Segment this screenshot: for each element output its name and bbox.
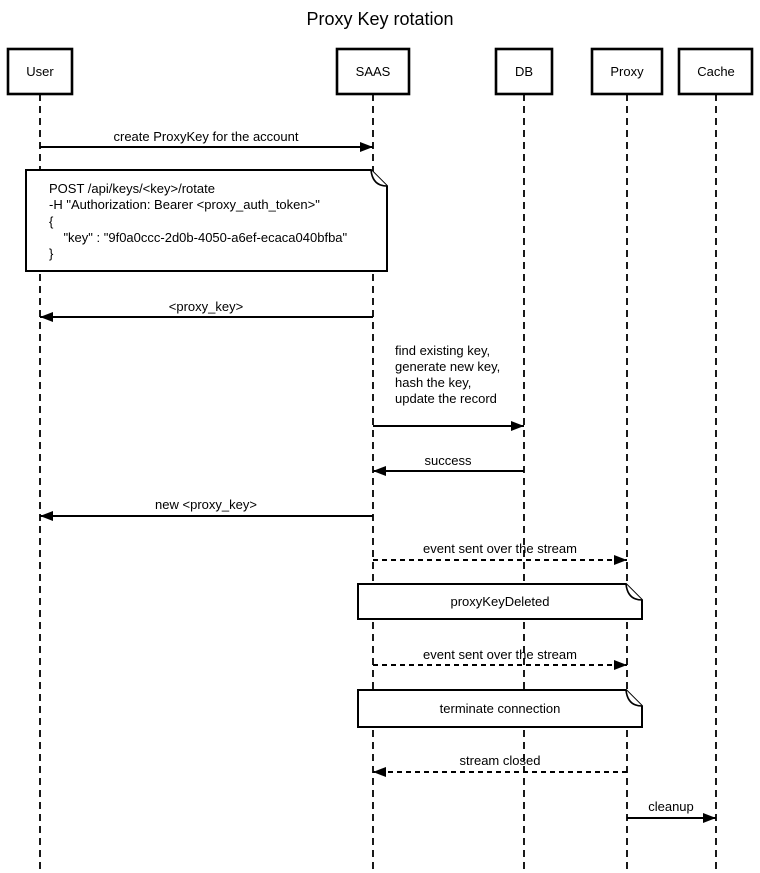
message-event-stream-2: event sent over the stream bbox=[373, 647, 627, 670]
note-line: POST /api/keys/<key>/rotate bbox=[49, 181, 215, 196]
message-label: create ProxyKey for the account bbox=[114, 129, 299, 144]
message-label: success bbox=[425, 453, 472, 468]
note-proxykeydeleted: proxyKeyDeleted bbox=[357, 583, 643, 620]
message-event-stream-1: event sent over the stream bbox=[373, 541, 627, 565]
note-box bbox=[25, 169, 388, 272]
note-line: -H "Authorization: Bearer <proxy_auth_to… bbox=[49, 197, 320, 212]
note-post-api: POST /api/keys/<key>/rotate -H "Authoriz… bbox=[25, 169, 388, 272]
note-line: "key" : "9f0a0ccc-2d0b-4050-a6ef-ecaca04… bbox=[49, 230, 348, 245]
note-box bbox=[357, 583, 643, 620]
note-box bbox=[357, 689, 643, 728]
message-proxy-key: <proxy_key> bbox=[40, 299, 373, 322]
note-fold-corner bbox=[625, 689, 643, 707]
actor-saas: SAAS bbox=[335, 47, 411, 96]
actor-cache: Cache bbox=[677, 47, 754, 96]
note-line: { bbox=[49, 214, 54, 229]
actor-label-saas: SAAS bbox=[356, 64, 391, 79]
message-label: cleanup bbox=[648, 799, 694, 814]
message-db-operations: find existing key, generate new key, has… bbox=[373, 343, 524, 431]
message-label-line: find existing key, bbox=[395, 343, 490, 358]
message-create-proxykey: create ProxyKey for the account bbox=[40, 129, 373, 152]
actor-box-user bbox=[6, 47, 74, 96]
message-label: new <proxy_key> bbox=[155, 497, 257, 512]
message-label-line: generate new key, bbox=[395, 359, 500, 374]
note-label: terminate connection bbox=[440, 701, 561, 716]
actor-db: DB bbox=[494, 47, 554, 96]
actor-box-saas bbox=[335, 47, 411, 96]
actor-proxy: Proxy bbox=[590, 47, 664, 96]
message-label: <proxy_key> bbox=[169, 299, 243, 314]
diagram-title: Proxy Key rotation bbox=[306, 9, 453, 29]
actor-label-user: User bbox=[26, 64, 54, 79]
note-line: } bbox=[49, 246, 54, 261]
actor-label-proxy: Proxy bbox=[610, 64, 644, 79]
note-label: proxyKeyDeleted bbox=[451, 594, 550, 609]
actor-label-db: DB bbox=[515, 64, 533, 79]
message-label-line: hash the key, bbox=[395, 375, 471, 390]
actor-box-cache bbox=[677, 47, 754, 96]
message-cleanup: cleanup bbox=[627, 799, 716, 823]
actor-box-db bbox=[494, 47, 554, 96]
note-fold-corner bbox=[370, 169, 388, 187]
message-success: success bbox=[373, 453, 524, 476]
note-fold-corner bbox=[625, 583, 643, 601]
actor-label-cache: Cache bbox=[697, 64, 735, 79]
message-label: event sent over the stream bbox=[423, 541, 577, 556]
note-terminate-connection: terminate connection bbox=[357, 689, 643, 728]
message-stream-closed: stream closed bbox=[373, 753, 627, 777]
actor-user: User bbox=[6, 47, 74, 96]
message-new-proxy-key: new <proxy_key> bbox=[40, 497, 373, 521]
actor-box-proxy bbox=[590, 47, 664, 96]
message-label: event sent over the stream bbox=[423, 647, 577, 662]
message-label: stream closed bbox=[460, 753, 541, 768]
message-label-line: update the record bbox=[395, 391, 497, 406]
